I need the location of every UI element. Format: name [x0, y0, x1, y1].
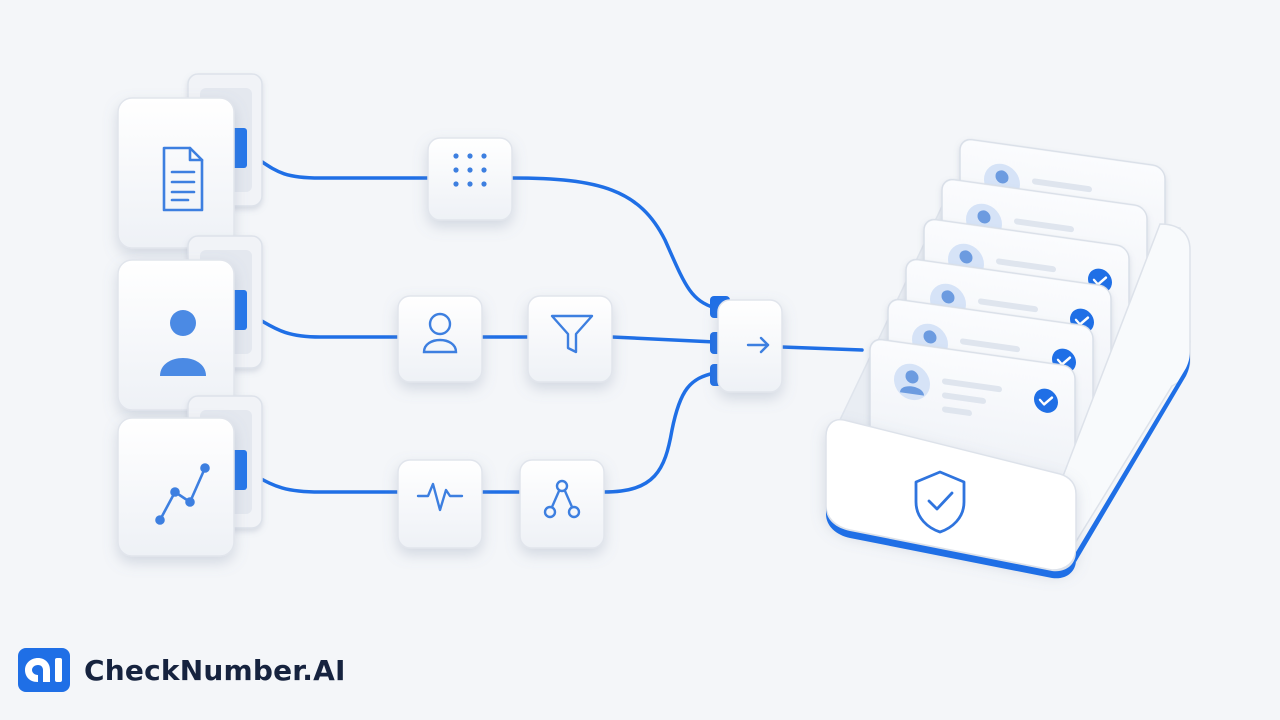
brand[interactable]: CheckNumber.AI	[18, 648, 346, 692]
network-icon	[543, 479, 581, 519]
node-profile[interactable]	[397, 295, 483, 383]
node-aggregate[interactable]	[427, 137, 513, 221]
card-text-line	[960, 338, 1020, 353]
card-text-line	[978, 298, 1038, 313]
user-outline-icon	[422, 312, 458, 354]
verified-check-icon	[1034, 388, 1058, 413]
node-signal[interactable]	[397, 459, 483, 549]
merge-node[interactable]	[710, 296, 783, 393]
arrow-right-icon	[746, 336, 770, 354]
source-tile-users[interactable]	[117, 235, 263, 411]
card-text-line	[942, 406, 972, 416]
source-tile-analytics[interactable]	[117, 395, 263, 557]
cable-merge-to-storage	[780, 345, 864, 352]
document-icon	[162, 146, 204, 212]
cable-trend-to-pulse	[238, 466, 400, 494]
source-tiles	[117, 73, 263, 557]
filter-icon	[550, 314, 594, 354]
cable-grid-to-merge	[510, 176, 717, 310]
dot-grid-icon	[453, 153, 487, 187]
trend-chart-icon	[155, 463, 210, 525]
user-icon	[160, 310, 206, 376]
node-filter[interactable]	[527, 295, 613, 383]
card-text-line	[942, 392, 986, 404]
cable-documents-to-grid	[238, 146, 430, 180]
cable-network-to-merge	[602, 371, 717, 494]
card-text-line	[1014, 218, 1074, 233]
source-tile-documents[interactable]	[117, 73, 263, 249]
card-text-line	[1032, 178, 1092, 193]
storage-box-base-stripe	[826, 508, 1076, 579]
cable-filter-to-merge	[610, 335, 717, 344]
shield-check-icon	[914, 470, 966, 534]
user-avatar-icon	[894, 363, 930, 401]
card-text-line	[942, 378, 1002, 393]
pulse-icon	[416, 482, 464, 512]
brand-name: CheckNumber.AI	[84, 653, 346, 687]
storage-box[interactable]	[825, 138, 1191, 579]
brand-logo-icon	[18, 648, 70, 692]
storage-box-side-stripe	[1076, 352, 1190, 562]
storage-cards	[869, 138, 1166, 492]
node-network[interactable]	[519, 459, 605, 549]
cable-user-to-profile	[238, 308, 400, 339]
card-text-line	[996, 258, 1056, 273]
processing-nodes	[397, 137, 613, 549]
